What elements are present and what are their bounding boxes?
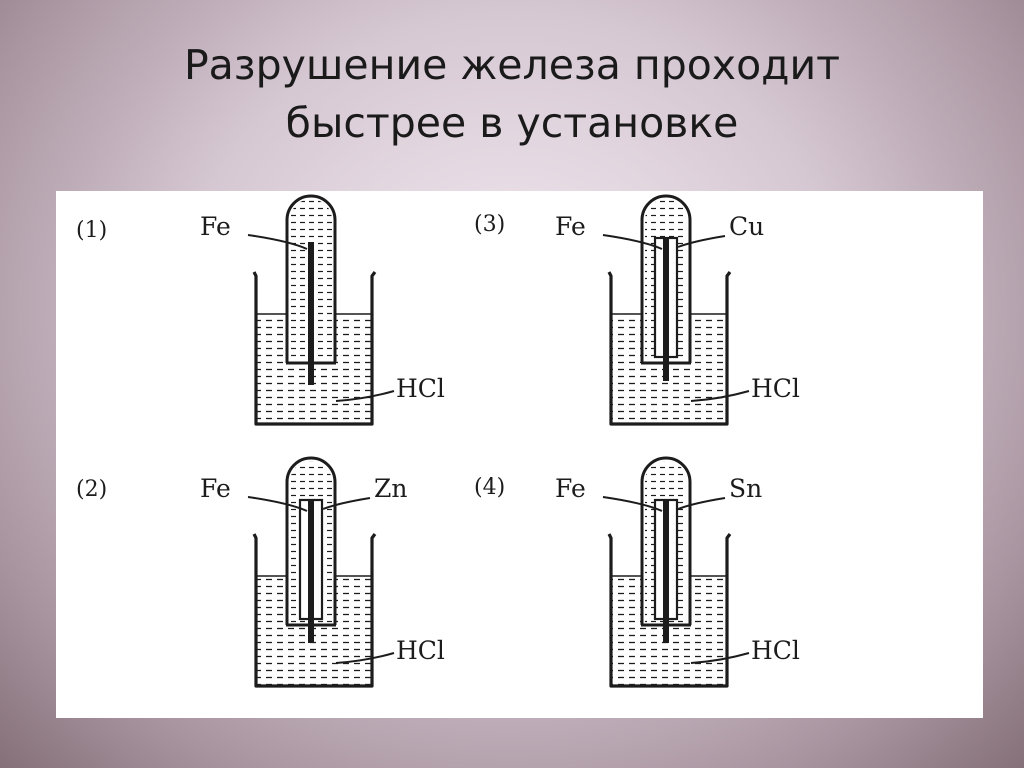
setup-number: (3) bbox=[474, 212, 505, 237]
beaker bbox=[252, 533, 377, 688]
setup-number: (2) bbox=[76, 477, 107, 502]
coupled-metal-leader-line bbox=[677, 497, 726, 510]
electrolyte-label: HCl bbox=[751, 374, 800, 403]
electrolyte-leader-line bbox=[690, 652, 750, 664]
slide-title: Разрушение железа проходит быстрее в уст… bbox=[60, 36, 964, 152]
coupled-metal-leader-line bbox=[677, 235, 726, 248]
coupled-metal-label: Cu bbox=[729, 212, 764, 241]
coupled-metal-label: Sn bbox=[729, 474, 762, 503]
electrolyte-leader-line bbox=[690, 390, 750, 402]
coupled-metal-leader-line bbox=[322, 497, 371, 510]
slide-title-line-1: Разрушение железа проходит bbox=[183, 41, 841, 89]
metal-label: Fe bbox=[555, 212, 586, 241]
beaker bbox=[607, 533, 732, 688]
setup-number: (4) bbox=[474, 475, 505, 500]
metal-leader-line bbox=[247, 234, 308, 250]
iron-rod bbox=[663, 500, 669, 643]
slide-title-line-2: быстрее в установке bbox=[285, 99, 739, 147]
iron-rod bbox=[663, 238, 669, 381]
metal-leader-line bbox=[247, 496, 308, 512]
metal-leader-line bbox=[602, 496, 663, 512]
metal-leader-line bbox=[602, 234, 663, 250]
metal-label: Fe bbox=[555, 474, 586, 503]
metal-label: Fe bbox=[200, 212, 231, 241]
coupled-metal-label: Zn bbox=[374, 474, 407, 503]
electrolyte-leader-line bbox=[335, 652, 395, 664]
electrolyte-label: HCl bbox=[396, 636, 445, 665]
electrolyte-leader-line bbox=[335, 390, 395, 402]
iron-rod bbox=[308, 500, 314, 643]
electrolyte-label: HCl bbox=[396, 374, 445, 403]
electrolyte-label: HCl bbox=[751, 636, 800, 665]
setup-number: (1) bbox=[76, 218, 107, 243]
beaker bbox=[607, 271, 732, 426]
iron-rod bbox=[308, 242, 314, 385]
metal-label: Fe bbox=[200, 474, 231, 503]
beaker bbox=[252, 271, 377, 426]
